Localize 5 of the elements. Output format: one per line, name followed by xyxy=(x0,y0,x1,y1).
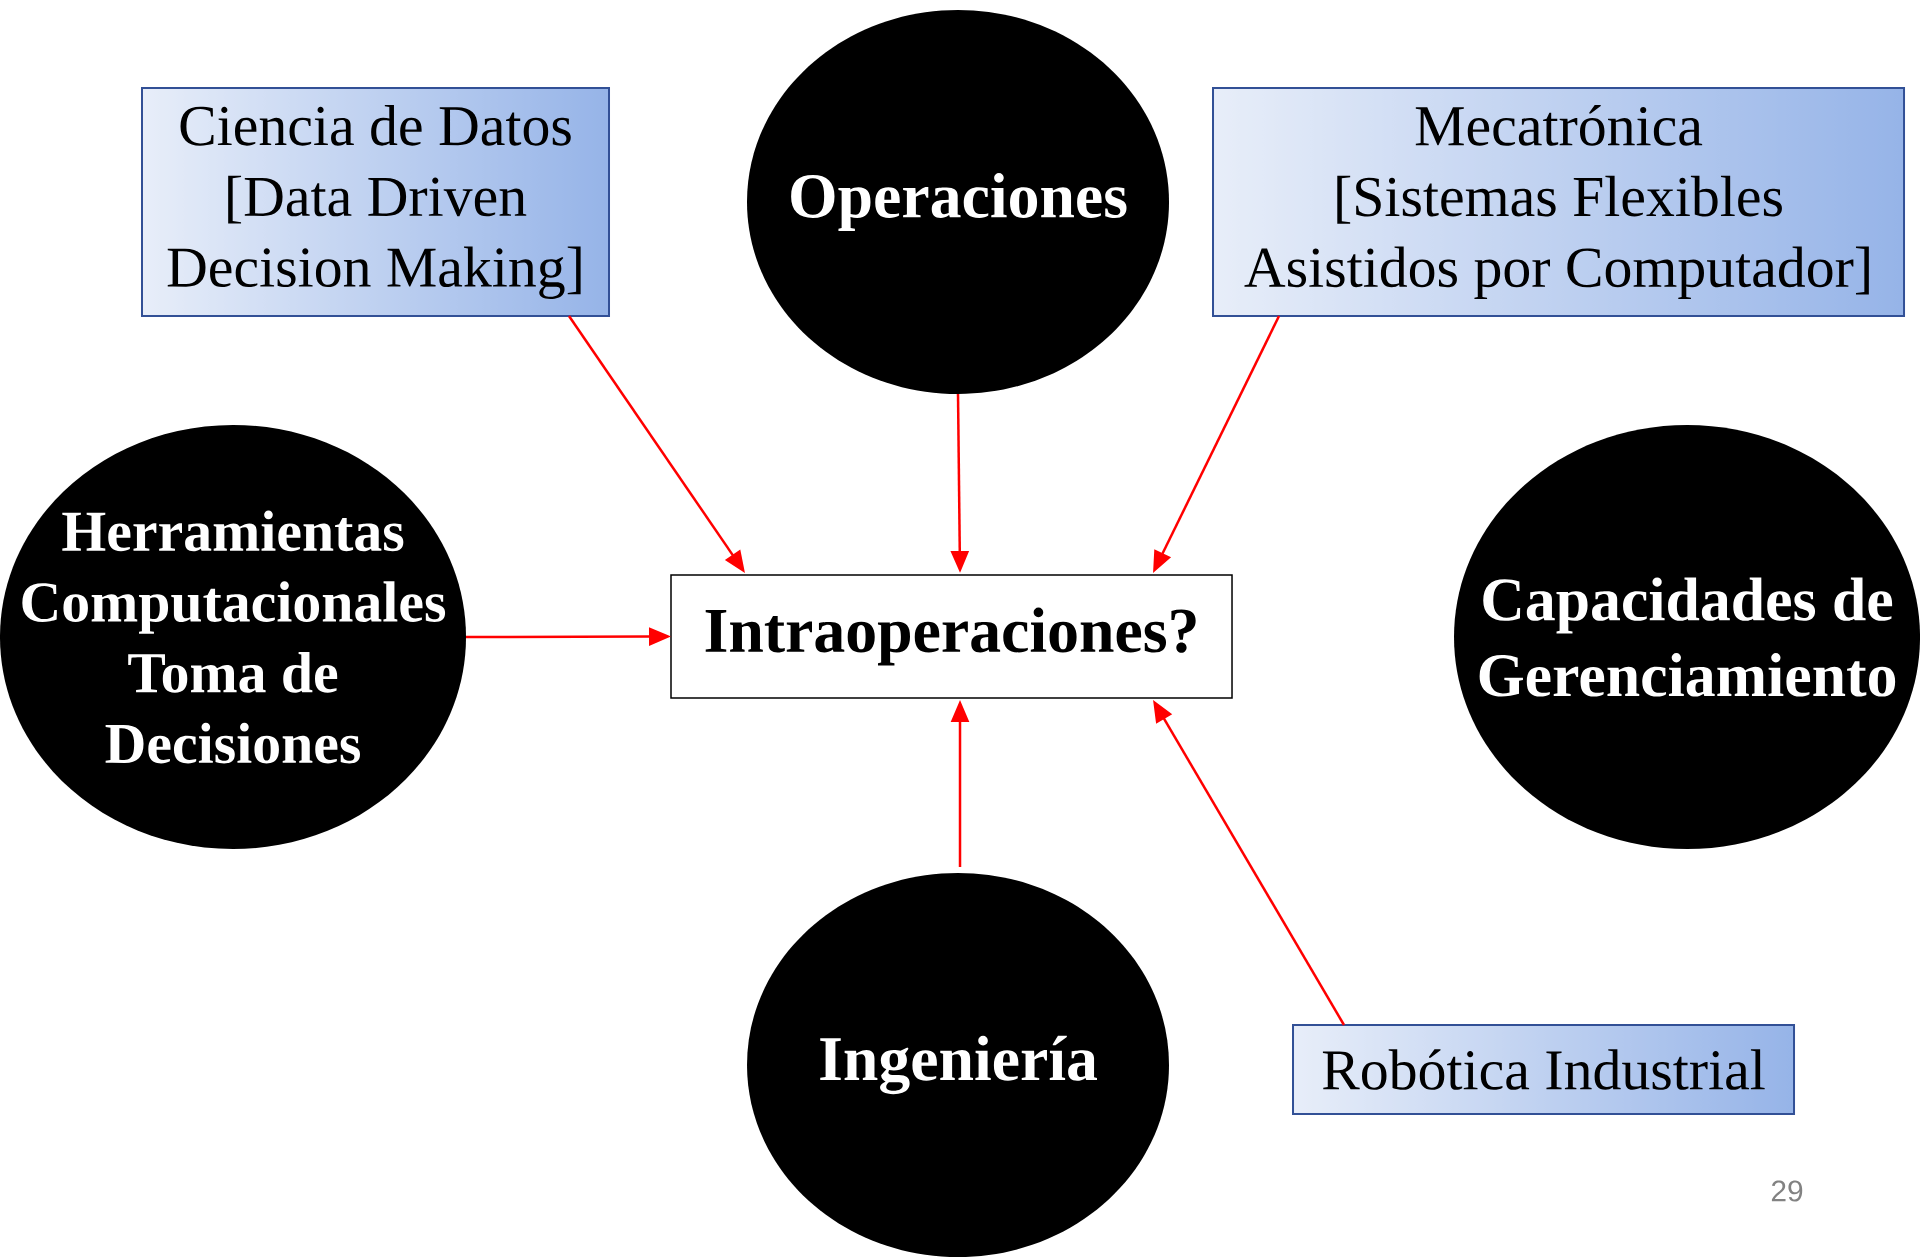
text-box: Mecatrónica [Sistemas Flexibles Asistidos por Computador] xyxy=(1212,87,1906,317)
text-box: Robótica Industrial xyxy=(1292,1024,1795,1115)
central-box: Intraoperaciones? xyxy=(670,574,1233,699)
page-number: 29 xyxy=(1771,1180,1803,1202)
text-box: Ciencia de Datos [Data Driven Decision Making] xyxy=(141,87,610,317)
